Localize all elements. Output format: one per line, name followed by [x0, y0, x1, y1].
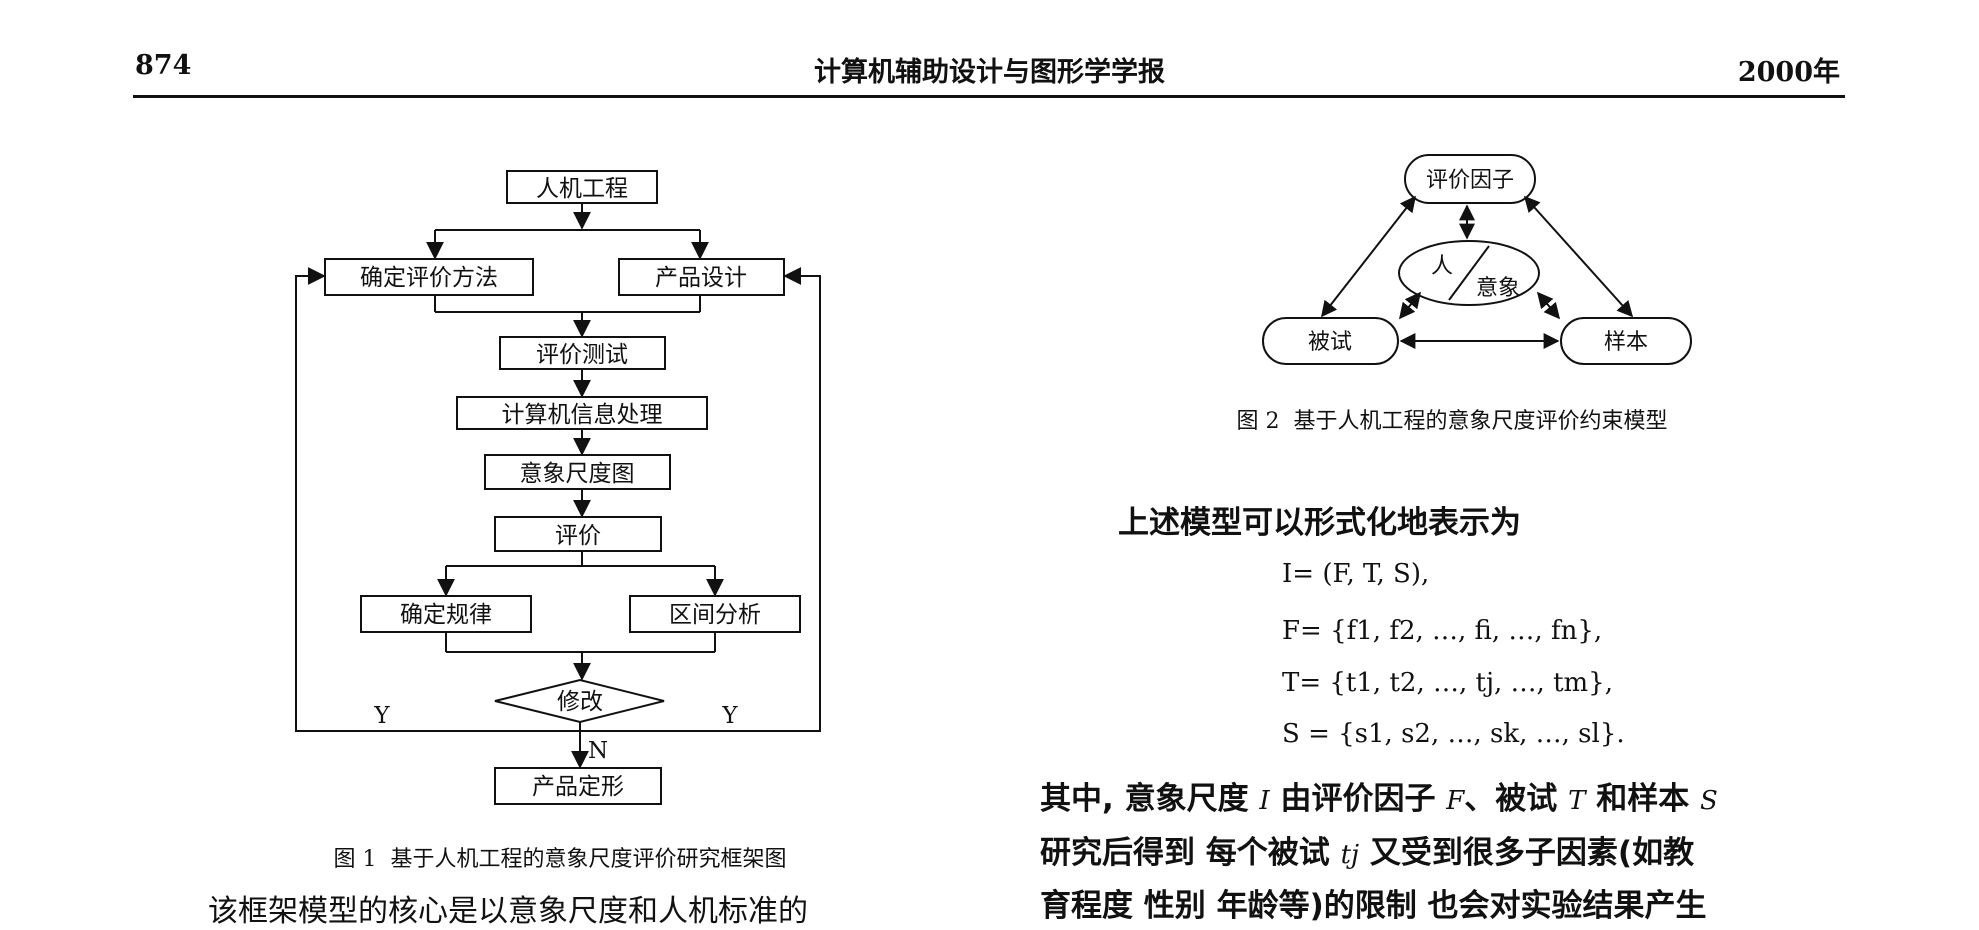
para1-text-3: 、被试: [1464, 781, 1569, 817]
model-intro: 上述模型可以形式化地表示为: [1118, 505, 1521, 541]
node-finalize-label: 产品定形: [532, 774, 624, 800]
left-body-partial-line: 该框架模型的核心是以意象尺度和人机标准的: [208, 894, 808, 929]
equation-2: F= {f1, f2, …, fi, …, fn},: [1282, 616, 1603, 646]
figure-1-caption: 图 1 基于人机工程的意象尺度评价研究框架图: [334, 847, 787, 872]
figure-1-flowchart: 人机工程 确定评价方法 产品设计 评价测试 计算机信息处理 意象尺度图 评价 确…: [295, 170, 821, 872]
node-sample-label: 样本: [1604, 330, 1648, 355]
node-subject-label: 被试: [1308, 330, 1352, 355]
para2-text-1: 研究后得到 每个被试: [1040, 835, 1341, 871]
page-number: 874: [135, 50, 192, 81]
node-sample-box: [1560, 317, 1692, 365]
node-evaluation-label: 评价: [555, 523, 601, 549]
node-interval-analysis-label: 区间分析: [669, 602, 761, 628]
node-determine-rules-label: 确定规律: [400, 602, 492, 628]
equation-1: I= (F, T, S),: [1282, 559, 1430, 589]
journal-title: 计算机辅助设计与图形学学报: [814, 57, 1165, 88]
para1-text-1: 其中, 意象尺度: [1040, 781, 1260, 817]
node-modify-label: 修改: [557, 689, 603, 715]
node-image-label: 意象: [1476, 276, 1520, 301]
figure-2-caption: 图 2 基于人机工程的意象尺度评价约束模型: [1237, 409, 1668, 434]
para2-text-2: 又受到很多子因素(如教: [1359, 835, 1695, 871]
node-factor-box: [1404, 154, 1536, 204]
para1-var-I: I: [1259, 786, 1270, 816]
para1-text-4: 和样本: [1585, 781, 1701, 817]
branch-label-no: N: [588, 738, 608, 764]
body-paragraph-line-2: 研究后得到 每个被试 tj 又受到很多子因素(如教: [1040, 827, 1694, 872]
body-paragraph-line-1: 其中, 意象尺度 I 由评价因子 F、被试 T 和样本 S: [1040, 773, 1718, 818]
para1-var-T: T: [1568, 786, 1586, 816]
header-year: 2000年: [1737, 57, 1840, 88]
para1-text-2: 由评价因子: [1269, 781, 1447, 817]
node-subject-box: [1262, 317, 1399, 365]
node-computer-processing-label: 计算机信息处理: [502, 402, 663, 428]
para1-var-F: F: [1446, 786, 1465, 816]
para2-var-tj: tj: [1340, 840, 1360, 870]
equation-4: S = {s1, s2, …, sk, …, sl}.: [1282, 719, 1625, 749]
para1-var-S: S: [1700, 786, 1718, 816]
node-product-design-label: 产品设计: [655, 265, 747, 291]
node-factor-label: 评价因子: [1426, 168, 1514, 193]
figure-2-model: 评价因子 人 意象 被试 样本 图 2 基于人机工程的意象尺度评价约束模型: [1237, 154, 1692, 434]
loop-label-yes-right: Y: [721, 703, 738, 729]
node-eval-test-label: 评价测试: [536, 342, 628, 368]
node-image-scale-label: 意象尺度图: [520, 461, 635, 487]
node-determine-method-label: 确定评价方法: [360, 265, 498, 291]
equation-3: T= {t1, t2, …, tj, …, tm},: [1282, 668, 1613, 698]
node-ergonomics-label: 人机工程: [536, 176, 628, 202]
body-paragraph-line-3: 育程度 性别 年龄等)的限制 也会对实验结果产生: [1040, 888, 1707, 924]
node-person-label: 人: [1431, 254, 1453, 279]
loop-label-yes-left: Y: [373, 703, 390, 729]
node-modify-diamond: [494, 678, 665, 724]
header-rule: [133, 95, 1845, 98]
